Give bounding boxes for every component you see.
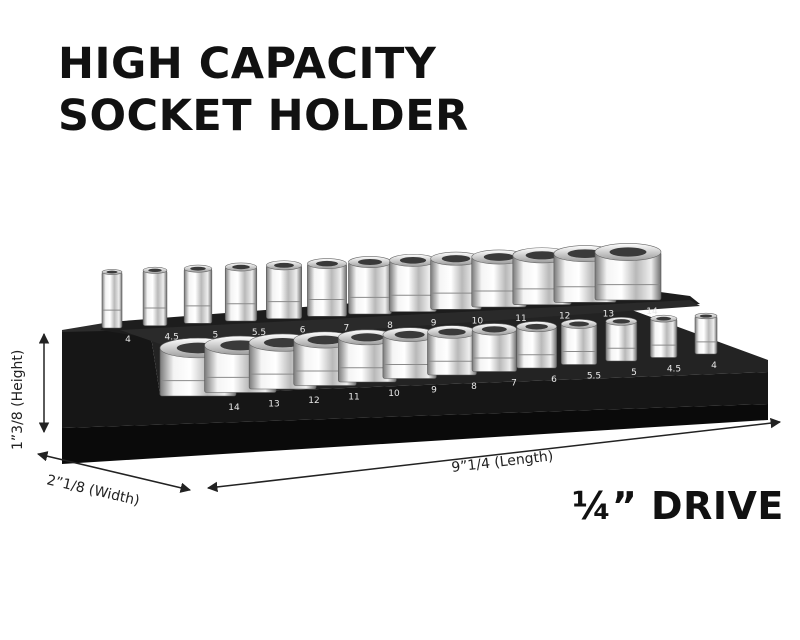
drive-size-label: ¼” DRIVE	[572, 484, 784, 528]
back-row-size-label: 5	[212, 330, 218, 340]
height-dimension: 1”3/8 (Height)	[10, 332, 50, 450]
front-row-size-label: 5	[631, 368, 637, 378]
front-row-socket	[694, 312, 718, 355]
front-row-size-label: 14	[228, 403, 240, 413]
front-row-size-label: 8	[471, 382, 477, 392]
back-row-socket	[224, 262, 258, 322]
front-row-size-label: 4.5	[667, 365, 681, 375]
back-row-size-label: 4.5	[165, 333, 179, 343]
front-row-socket	[427, 325, 477, 376]
front-row-socket	[382, 327, 437, 379]
back-row-size-label: 4	[125, 335, 131, 345]
back-row-socket	[430, 251, 482, 310]
back-row-socket	[183, 264, 213, 324]
back-row-socket	[142, 266, 168, 326]
front-row-socket	[605, 317, 638, 362]
back-row-size-label: 6	[300, 326, 306, 336]
headline-line-2: SOCKET HOLDER	[58, 91, 469, 141]
back-row-size-label: 8	[387, 321, 393, 331]
back-row-socket	[101, 269, 123, 329]
width-dimension: 2”1/8 (Width)	[36, 451, 192, 509]
front-row-socket	[560, 319, 598, 365]
back-row-size-label: 9	[431, 319, 437, 329]
front-row-socket	[650, 314, 678, 358]
front-row-size-label: 13	[268, 400, 279, 410]
front-row-size-label: 5.5	[587, 372, 601, 382]
front-row-size-label: 12	[308, 396, 319, 406]
back-row-size-label: 7	[343, 323, 349, 333]
front-row-socket	[516, 321, 557, 369]
back-row-size-label: 13	[603, 309, 614, 319]
headline-line-1: HIGH CAPACITY	[58, 39, 437, 89]
width-label: 2”1/8 (Width)	[45, 472, 141, 509]
back-row-socket	[307, 258, 347, 317]
back-row-socket	[266, 260, 302, 319]
holder-front-face	[62, 330, 768, 428]
front-row-size-label: 11	[348, 393, 359, 403]
height-label: 1”3/8 (Height)	[10, 350, 26, 450]
width-arrow	[36, 451, 192, 493]
front-row-size-label: 6	[551, 375, 557, 385]
back-row-size-label: 14	[646, 307, 658, 317]
back-row-size-label: 10	[472, 316, 484, 326]
front-row-socket	[471, 323, 517, 372]
back-row-size-label: 12	[559, 312, 570, 322]
back-row-socket	[348, 256, 392, 315]
back-row-socket	[594, 243, 662, 301]
holder-upper-step	[120, 300, 700, 344]
length-arrow	[206, 417, 782, 493]
front-row-size-label: 4	[711, 361, 717, 371]
front-row-sockets: 14 13 12 11 10 9 8 7 6 5.5 5 4.5 4	[159, 312, 718, 413]
front-row-size-label: 10	[388, 389, 400, 399]
headline: HIGH CAPACITY SOCKET HOLDER	[58, 38, 469, 142]
back-row-size-label: 5.5	[252, 328, 266, 338]
length-label: 9”1/4 (Length)	[451, 448, 555, 476]
front-row-size-label: 7	[511, 379, 517, 389]
back-row-sockets: 4 4.5 5 5.5 6 7 8 9 10 11 12 13 14	[101, 243, 662, 345]
back-row-size-label: 11	[515, 314, 526, 324]
back-row-socket	[389, 253, 437, 312]
front-row-size-label: 9	[431, 386, 437, 396]
